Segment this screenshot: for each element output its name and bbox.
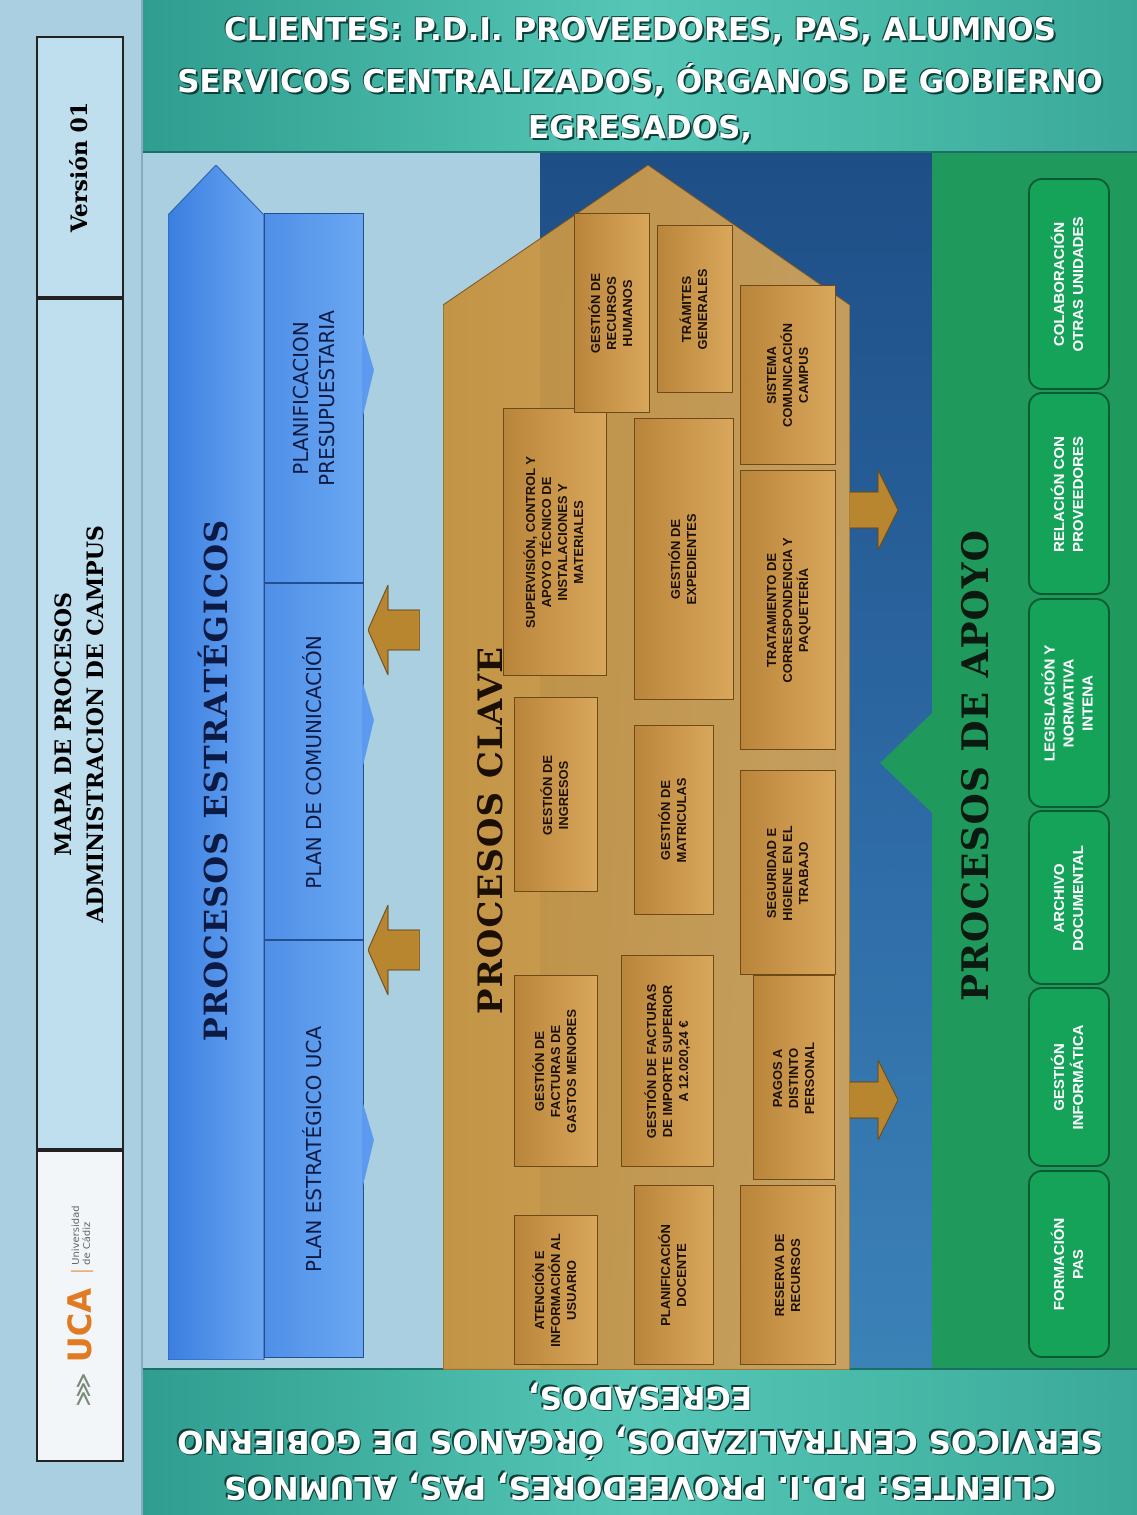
logo-box: ⋙ UCA Universidad de Cádiz [36,1150,124,1462]
process-atencion-label: ATENCIÓN E INFORMACIÓN AL USUARIO [532,1233,579,1347]
arrow-clave-to-strat-2 [368,905,420,995]
process-expedientes-label: GESTIÓN DE EXPEDIENTES [668,513,699,605]
estrategico-item-3: PLANIFICACION PRESUPUESTARIA [264,213,364,583]
process-correspondencia-label: TRATAMIENTO DE CORRESPONDENCIA Y PAQUETE… [764,537,811,683]
process-facturas-superior: GESTIÓN DE FACTURAS DE IMPORTE SUPERIOR … [621,955,714,1167]
process-tramites-label: TRÁMITES GENERALES [679,268,710,350]
clients-banner-bottom: CLIENTES: P.D.I. PROVEEDORES, PAS, ALUMN… [143,1368,1137,1515]
logo-sub-1: Universidad [71,1205,82,1265]
apoyo-label-3: ARCHIVO DOCUMENTAL [1051,844,1087,951]
process-facturas-menores: GESTIÓN DE FACTURAS DE GASTOS MENORES [514,975,598,1167]
logo-subtitle: Universidad de Cádiz [71,1205,93,1272]
process-supervision-label: SUPERVISIÓN, CONTROL Y APOYO TÉCNICO DE … [523,456,586,628]
process-matriculas-label: GESTIÓN DE MATRICULAS [658,777,689,863]
clients-banner-bottom-inner: CLIENTES: P.D.I. PROVEEDORES, PAS, ALUMN… [143,1370,1137,1515]
clients-line-1: CLIENTES: P.D.I. PROVEEDORES, PAS, ALUMN… [224,12,1056,48]
clients-bottom-line-3: EGRESADOS, [527,1379,753,1415]
version-label: Versión 01 [67,101,93,233]
arrow-clave-to-apoyo-2 [848,1060,898,1140]
apoyo-title-wrap: PROCESOS DE APOYO [930,170,1022,1360]
clave-title: PROCESOS CLAVE [471,645,511,1015]
apoyo-title: PROCESOS DE APOYO [955,529,997,1001]
process-facturas-superior-label: GESTIÓN DE FACTURAS DE IMPORTE SUPERIOR … [643,983,691,1139]
estrategico-item-1: PLAN ESTRATÉGICO UCA [264,940,364,1358]
process-sistema-comunicacion-label: SISTEMA COMUNICACIÓN CAMPUS [764,323,811,427]
apoyo-item-6: COLABORACIÓN OTRAS UNIDADES [1028,178,1110,390]
process-ingresos: GESTIÓN DE INGRESOS [514,697,598,892]
strategic-notches [362,330,374,1190]
version-box: Versión 01 [36,36,124,298]
clients-banner-top: CLIENTES: P.D.I. PROVEEDORES, PAS, ALUMN… [143,0,1137,153]
process-atencion: ATENCIÓN E INFORMACIÓN AL USUARIO [514,1215,598,1365]
clients-bottom-line-1: CLIENTES: P.D.I. PROVEEDORES, PAS, ALUMN… [224,1469,1056,1505]
process-reserva-label: RESERVA DE RECURSOS [772,1233,803,1317]
apoyo-item-1: FORMACIÓN PAS [1028,1170,1110,1358]
process-sistema-comunicacion: SISTEMA COMUNICACIÓN CAMPUS [740,285,836,465]
estrategico-label-3: PLANIFICACION PRESUPUESTARIA [289,310,339,486]
estrategico-label-1: PLAN ESTRATÉGICO UCA [302,1025,326,1273]
process-reserva: RESERVA DE RECURSOS [740,1185,836,1365]
process-expedientes: GESTIÓN DE EXPEDIENTES [634,418,734,700]
process-ingresos-label: GESTIÓN DE INGRESOS [540,754,571,835]
apoyo-item-2: GESTIÓN INFORMÁTICA [1028,987,1110,1167]
clients-line-3: EGRESADOS, [527,110,753,146]
process-planificacion-docente: PLANIFICACIÓN DOCENTE [634,1185,714,1365]
title-line-1: MAPA DE PROCESOS [51,592,77,856]
process-tramites: TRÁMITES GENERALES [657,225,733,393]
process-correspondencia: TRATAMIENTO DE CORRESPONDENCIA Y PAQUETE… [740,470,836,750]
estrategico-item-2: PLAN DE COMUNICACIÓN [264,583,364,940]
process-seguridad-label: SEGURIDAD E HIGIENE EN EL TRABAJO [764,824,811,921]
process-pagos: PAGOS A DISTINTO PERSONAL [753,975,835,1180]
process-recursos-humanos-label: GESTIÓN DE RECURSOS HUMANOS [588,272,635,354]
logo-mark-icon: ⋙ [69,1372,97,1407]
process-matriculas: GESTIÓN DE MATRICULAS [634,725,714,915]
uca-logo: ⋙ UCA Universidad de Cádiz [61,1205,99,1407]
process-recursos-humanos: GESTIÓN DE RECURSOS HUMANOS [574,213,650,413]
title-box: MAPA DE PROCESOS ADMINISTRACION DE CAMPU… [36,298,124,1150]
apoyo-item-4: LEGISLACIÓN Y NORMATIVA INTENA [1028,598,1110,808]
title-line-2: ADMINISTRACION DE CAMPUS [83,525,109,923]
process-planificacion-docente-label: PLANIFICACIÓN DOCENTE [658,1224,689,1326]
estrategico-label-2: PLAN DE COMUNICACIÓN [302,634,326,889]
apoyo-label-4: LEGISLACIÓN Y NORMATIVA INTENA [1041,644,1097,762]
clients-line-2: SERVICOS CENTRALIZADOS, ÓRGANOS DE GOBIE… [177,64,1103,100]
process-supervision: SUPERVISIÓN, CONTROL Y APOYO TÉCNICO DE … [503,408,607,676]
apoyo-item-3: ARCHIVO DOCUMENTAL [1028,810,1110,985]
estrategicos-title: PROCESOS ESTRATÉGICOS [197,518,235,1042]
process-pagos-label: PAGOS A DISTINTO PERSONAL [770,1041,817,1114]
logo-text: UCA [61,1288,99,1363]
apoyo-label-5: RELACIÓN CON PROVEEDORES [1051,435,1087,552]
process-facturas-menores-label: GESTIÓN DE FACTURAS DE GASTOS MENORES [532,1009,579,1134]
apoyo-item-5: RELACIÓN CON PROVEEDORES [1028,392,1110,595]
arrow-clave-to-strat-1 [368,585,420,675]
page-title: MAPA DE PROCESOS ADMINISTRACION DE CAMPU… [48,525,112,923]
logo-sub-2: de Cádiz [82,1221,93,1265]
clients-bottom-line-2: SERVICOS CENTRALIZADOS, ÓRGANOS DE GOBIE… [177,1423,1103,1459]
estrategicos-title-wrap: PROCESOS ESTRATÉGICOS [168,300,264,1260]
arrow-clave-to-apoyo-1 [848,470,898,550]
apoyo-label-6: COLABORACIÓN OTRAS UNIDADES [1051,216,1087,352]
apoyo-label-2: GESTIÓN INFORMÁTICA [1051,1024,1087,1130]
title-strip: Versión 01 MAPA DE PROCESOS ADMINISTRACI… [0,0,143,1515]
process-seguridad: SEGURIDAD E HIGIENE EN EL TRABAJO [740,770,836,975]
apoyo-label-1: FORMACIÓN PAS [1051,1217,1087,1311]
